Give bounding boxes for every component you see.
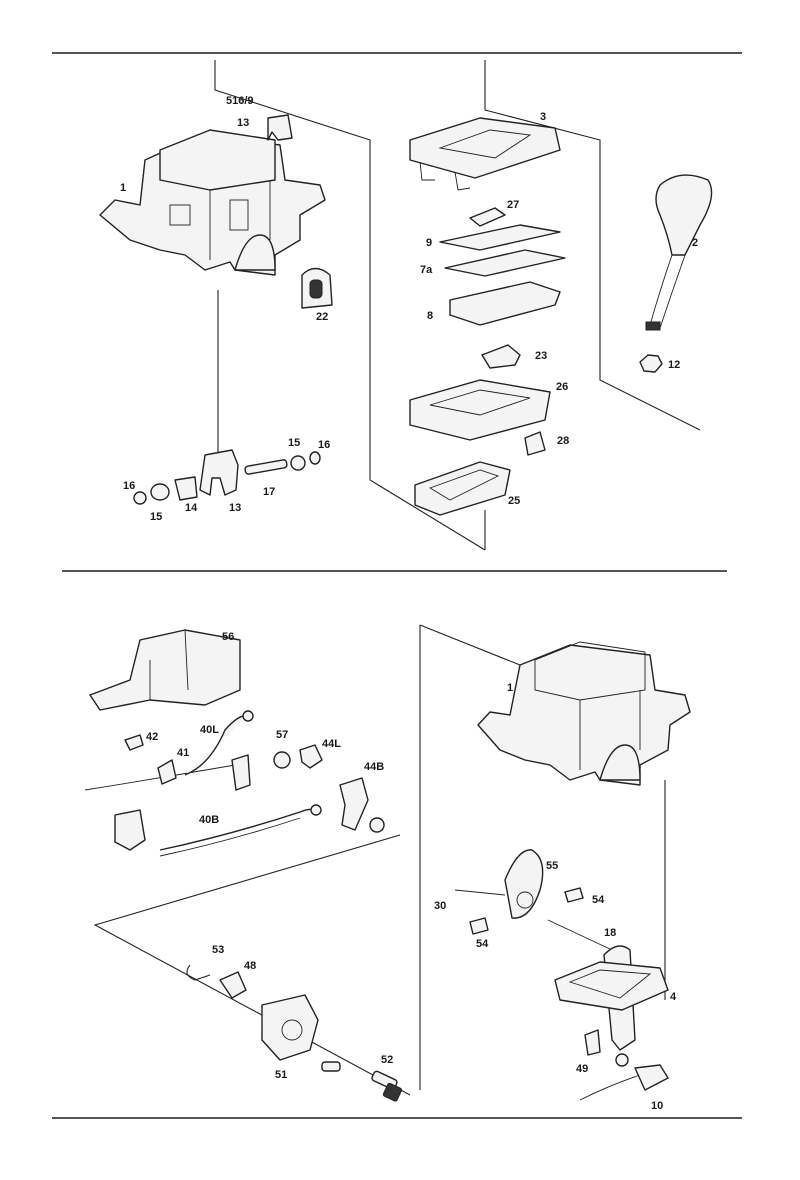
callout-2: 2 (692, 237, 699, 249)
bolt-54-lower (469, 917, 489, 935)
callout-15-right: 15 (288, 437, 301, 449)
callout-54-upper: 54 (592, 894, 605, 906)
housing-bottom (477, 641, 691, 786)
callout-14: 14 (185, 502, 198, 514)
strip-7a (444, 249, 566, 277)
callout-1-bottom: 1 (507, 682, 514, 694)
callout-48: 48 (244, 960, 257, 972)
part-28 (524, 431, 546, 456)
shift-knob-2 (645, 174, 713, 331)
frame-line-left (214, 60, 486, 551)
cable-40B (159, 808, 317, 851)
callout-23: 23 (535, 350, 548, 362)
callout-30: 30 (434, 900, 447, 912)
callout-44L: 44L (322, 738, 341, 750)
nut-57 (273, 751, 291, 769)
callout-4: 4 (670, 991, 677, 1003)
callout-13: 13 (229, 502, 242, 514)
callout-22: 22 (316, 311, 329, 323)
middle-rule (62, 570, 727, 572)
gate-frame-4 (554, 961, 669, 1011)
callout-51: 51 (275, 1069, 288, 1081)
callout-49: 49 (576, 1063, 589, 1075)
lever-44L (299, 744, 323, 769)
callout-52: 52 (381, 1054, 394, 1066)
part-49 (584, 1029, 601, 1056)
top-panel-drawing (99, 60, 713, 551)
detent-55 (504, 849, 544, 919)
callout-41: 41 (177, 747, 190, 759)
mount-22 (301, 267, 333, 309)
clip-53 (186, 964, 211, 981)
part-23 (481, 344, 521, 369)
callout-53: 53 (212, 944, 225, 956)
part-48 (219, 971, 247, 999)
strip-9 (439, 224, 561, 251)
frame-line-bottom-top (419, 624, 521, 666)
callout-1: 1 (120, 182, 127, 194)
lever-44B (339, 777, 369, 831)
callout-16-left: 16 (123, 480, 136, 492)
cover-25 (414, 461, 511, 516)
callout-8: 8 (427, 310, 434, 322)
gate-plate-3 (409, 117, 561, 191)
link-rod-10 (579, 1053, 669, 1101)
callout-7a: 7a (420, 264, 433, 276)
callout-10: 10 (651, 1100, 664, 1112)
bolt-52 (371, 1070, 403, 1102)
callout-44B: 44B (364, 761, 385, 773)
callout-26: 26 (556, 381, 569, 393)
plate-51 (261, 994, 341, 1072)
callout-25: 25 (508, 495, 521, 507)
bottom-panel-drawing (84, 624, 691, 1102)
sleeve-part (231, 754, 251, 791)
top-rule (52, 52, 742, 54)
clip-516-9 (267, 114, 293, 141)
nut-12 (639, 354, 663, 373)
clamp-41 (157, 759, 177, 785)
rod-30 (454, 889, 506, 896)
cable-40L (184, 714, 249, 776)
bolt-42 (124, 734, 144, 751)
bottom-rule (52, 1117, 742, 1119)
callout-57: 57 (276, 729, 289, 741)
housing-top (99, 129, 326, 276)
callout-15-left: 15 (150, 511, 163, 523)
callout-9: 9 (426, 237, 433, 249)
callout-55: 55 (546, 860, 559, 872)
callout-56: 56 (222, 631, 235, 643)
clip-bracket (114, 809, 146, 851)
callout-13-top: 13 (237, 117, 250, 129)
callout-27: 27 (507, 199, 520, 211)
slider-8 (449, 281, 561, 326)
callout-516-9: 516/9 (226, 95, 254, 107)
yoke-assembly (133, 449, 321, 505)
callout-40L: 40L (200, 724, 219, 736)
callout-28: 28 (557, 435, 570, 447)
callout-18: 18 (604, 927, 617, 939)
part-27 (469, 207, 506, 227)
bracket-56 (89, 629, 241, 711)
frame-line-right (484, 60, 701, 431)
callout-16-right: 16 (318, 439, 331, 451)
callout-42: 42 (146, 731, 159, 743)
bolt-54-upper (564, 887, 584, 903)
callout-40B: 40B (199, 814, 220, 826)
callout-54-lower: 54 (476, 938, 489, 950)
callout-3: 3 (540, 111, 547, 123)
callout-17: 17 (263, 486, 276, 498)
callout-12: 12 (668, 359, 681, 371)
frame-26 (409, 379, 551, 441)
